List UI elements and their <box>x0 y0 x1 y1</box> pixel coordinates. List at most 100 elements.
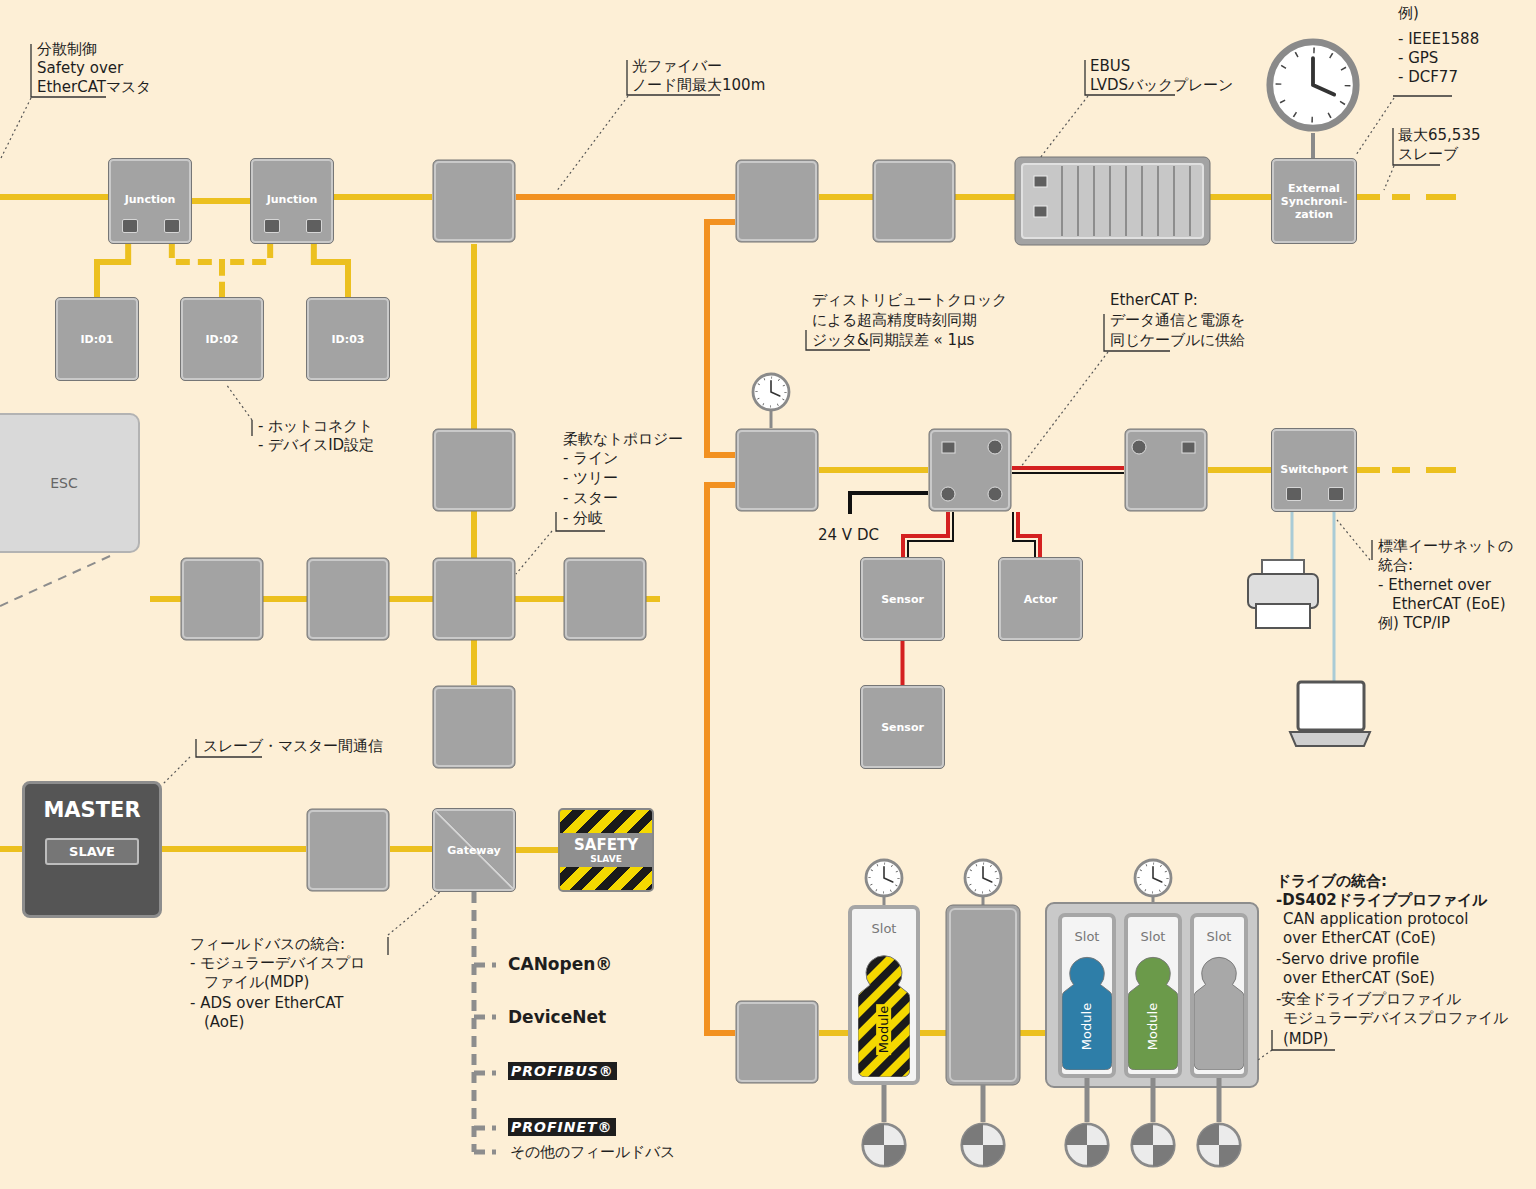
network-cable <box>97 244 128 297</box>
callout-text: 最大65,535 <box>1398 126 1481 144</box>
callout-text: over EtherCAT (SoE) <box>1283 969 1435 987</box>
callout-text: - ADS over EtherCAT <box>190 994 344 1012</box>
callout-text: - ホットコネクト <box>258 417 373 435</box>
callout-text: スレーブ <box>1398 145 1458 163</box>
callout-text: - IEEE1588 <box>1398 30 1479 48</box>
callout-text: -DS402ドライブプロファイル <box>1276 891 1487 909</box>
safety-slave-box: SAFETYSLAVE <box>558 808 654 892</box>
sync-box: External Synchroni- zation <box>1271 158 1357 244</box>
callout-text: - スター <box>563 489 618 507</box>
callout-text: 柔軟なトポロジー <box>563 430 683 448</box>
node-text: Slot <box>1207 929 1232 944</box>
junction-box: Junction <box>250 158 334 244</box>
callout-text: ドライブの統合: <box>1276 872 1387 890</box>
callout-text: LVDSバックプレーン <box>1090 76 1233 94</box>
callout-text: PROFINET® <box>508 1118 616 1136</box>
sensor-box: Sensor <box>860 557 945 641</box>
master-box: MASTER SLAVE <box>22 781 162 918</box>
callout-text: による超高精度時刻同期 <box>812 311 977 329</box>
module-outline <box>1194 953 1244 1070</box>
node-text: Slot <box>872 921 897 936</box>
node-text: Actor <box>1024 593 1057 606</box>
callout-text: -Servo drive profile <box>1276 950 1419 968</box>
gateway-box: Gateway <box>432 808 516 892</box>
callout-text: (AoE) <box>204 1013 244 1031</box>
callout-text: その他のフィールドバス <box>510 1143 675 1161</box>
port-icon <box>1328 487 1344 501</box>
callout-text: 標準イーサネットの <box>1378 537 1513 555</box>
callout-text: - モジュラーデバイスプロ <box>190 954 365 972</box>
node-text: ESC <box>50 475 78 491</box>
network-cable <box>192 198 250 204</box>
callout-text: PROFIBUS® <box>508 1062 617 1080</box>
slot-card: SlotModule <box>1124 913 1182 1078</box>
callout-text: 24 V DC <box>818 526 879 544</box>
network-cable <box>901 641 905 685</box>
node-text: Sensor <box>881 721 924 734</box>
callout-text: EtherCAT (EoE) <box>1392 595 1506 613</box>
callout-text: ディストリビュートクロック <box>812 291 1007 309</box>
node-text: Gateway <box>447 844 501 857</box>
slave-box: ID:03 <box>306 297 390 381</box>
callout-text: EBUS <box>1090 57 1130 75</box>
callout-text: (MDP) <box>1283 1030 1328 1048</box>
node-text: SAFETY <box>560 833 652 854</box>
slot-card: Slot <box>1190 913 1248 1078</box>
callout-text: - Ethernet over <box>1378 576 1491 594</box>
callout-text: 例) TCP/IP <box>1378 614 1450 632</box>
node-text: Module <box>1080 1003 1095 1050</box>
slave-box: ID:02 <box>180 297 264 381</box>
callout-text: Safety over <box>37 59 123 77</box>
port-icon <box>306 219 322 233</box>
port-icon <box>164 219 180 233</box>
node-text: MASTER <box>43 798 140 822</box>
callout-text: - GPS <box>1398 49 1438 67</box>
slot-card: SlotModule <box>1058 913 1116 1078</box>
node-text: Sensor <box>881 593 924 606</box>
callout-text: データ通信と電源を <box>1110 311 1245 329</box>
module-shape: Module <box>1062 953 1112 1070</box>
port-icon <box>264 219 280 233</box>
callout-text: ファイル(MDP) <box>204 973 309 991</box>
node-text: Slot <box>1075 929 1100 944</box>
callout-text: CAN application protocol <box>1283 910 1468 928</box>
callout-text: CANopen® <box>508 955 612 973</box>
junction-box: Junction <box>108 158 192 244</box>
node-text: Module <box>877 1003 892 1054</box>
callout-text: over EtherCAT (CoE) <box>1283 929 1436 947</box>
esc-panel: ESC <box>0 413 140 553</box>
callout-text: 同じケーブルに供給 <box>1110 331 1245 349</box>
port-icon <box>122 219 138 233</box>
callout-text: -安全ドライブプロファイル <box>1276 990 1461 1008</box>
callout-text: フィールドバスの統合: <box>190 935 345 953</box>
node-text: ID:02 <box>206 333 239 346</box>
node-text: ID:01 <box>81 333 114 346</box>
node-text: Module <box>1146 1003 1161 1050</box>
module-shape: Module <box>858 951 910 1077</box>
slave-box: ID:01 <box>55 297 139 381</box>
network-cable <box>172 244 222 297</box>
callout-text: 統合: <box>1378 556 1413 574</box>
port-icon <box>1286 487 1302 501</box>
node-text: SLAVE <box>560 854 652 867</box>
callout-text: ノード間最大100m <box>632 76 765 94</box>
callout-text: 分散制御 <box>37 40 97 58</box>
node-text: SLAVE <box>69 844 115 859</box>
empty-module <box>1194 953 1244 1070</box>
callout-text: - ツリー <box>563 469 618 487</box>
network-cable <box>314 244 348 297</box>
actor-box: Actor <box>998 557 1083 641</box>
node-text: Switchport <box>1280 463 1348 476</box>
network-cable <box>222 244 270 297</box>
slave-badge: SLAVE <box>45 838 139 865</box>
node-text: Slot <box>1141 929 1166 944</box>
node-text: ID:03 <box>332 333 365 346</box>
node-text: External Synchroni- zation <box>1279 182 1349 221</box>
callout-text: 例) <box>1398 4 1419 22</box>
callout-text: 光ファイバー <box>632 57 722 75</box>
network-cable <box>516 847 558 853</box>
switchport-box: Switchport <box>1271 428 1357 512</box>
callout-text: - デバイスID設定 <box>258 436 374 454</box>
callout-text: - 分岐 <box>563 509 603 527</box>
